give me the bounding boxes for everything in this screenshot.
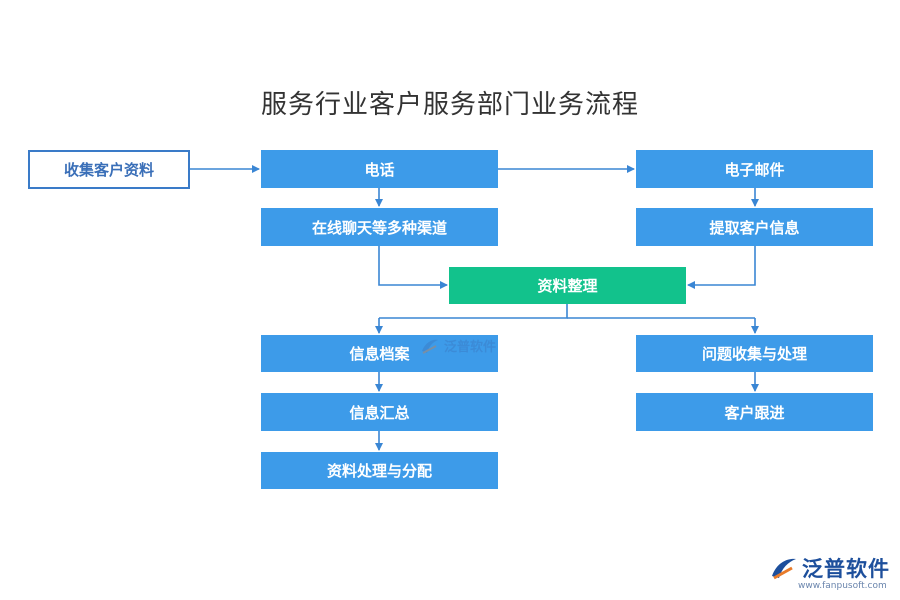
node-email: 电子邮件 <box>636 150 873 188</box>
diagram-title: 服务行业客户服务部门业务流程 <box>260 90 639 120</box>
node-issue: 问题收集与处理 <box>636 335 873 372</box>
brand-name: 泛普软件 <box>802 557 890 581</box>
node-organize: 资料整理 <box>449 267 686 304</box>
node-archive: 信息档案 <box>261 335 498 372</box>
arrow-extract-organize <box>687 246 756 289</box>
watermark-center: 泛普软件 <box>420 336 496 355</box>
brand-logo: 泛普软件 <box>770 553 890 583</box>
node-summary: 信息汇总 <box>261 393 498 431</box>
node-followup: 客户跟进 <box>636 393 873 431</box>
brand-url: www.fanpusoft.com <box>798 581 887 591</box>
fanpu-logo-icon <box>422 339 438 354</box>
node-collect: 收集客户资料 <box>28 150 190 189</box>
node-phone: 电话 <box>261 150 498 188</box>
connector-organize-split <box>379 304 568 319</box>
fanpu-logo-icon <box>772 558 796 580</box>
node-process: 资料处理与分配 <box>261 452 498 489</box>
arrow-online-organize <box>378 246 448 289</box>
node-extract: 提取客户信息 <box>636 208 873 246</box>
node-online: 在线聊天等多种渠道 <box>261 208 498 246</box>
watermark-brand-text: 泛普软件 <box>444 340 497 355</box>
